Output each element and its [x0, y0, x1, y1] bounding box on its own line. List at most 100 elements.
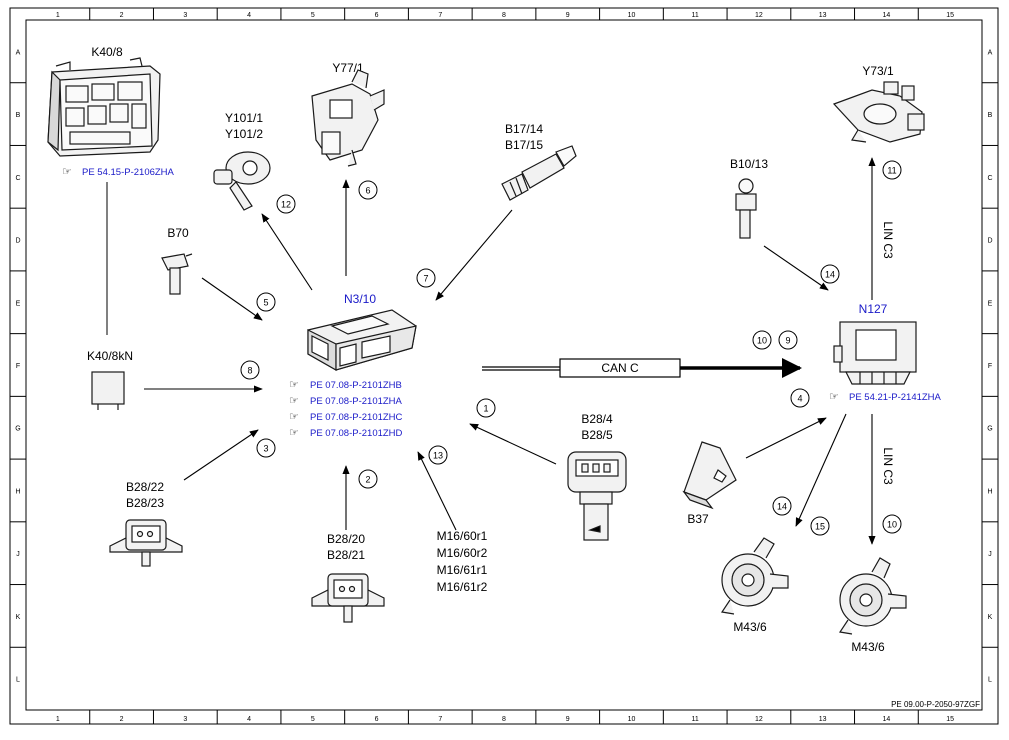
- y73-1-label: Y73/1: [862, 64, 894, 78]
- callout-circle: 5: [256, 292, 276, 312]
- n3-10-ref-link[interactable]: PE 07.08-P-2101ZHB: [310, 380, 402, 391]
- component-y101[interactable]: Y101/1 Y101/2: [213, 111, 271, 211]
- svg-text:4: 4: [797, 394, 802, 404]
- grid-col-label: 2: [120, 12, 124, 19]
- valve-icon: [832, 81, 925, 143]
- component-b37[interactable]: B37: [682, 441, 737, 526]
- grid-row-label: B: [16, 112, 21, 119]
- temperature-sensor-icon: [735, 178, 757, 239]
- component-n127[interactable]: N127 ☞ PE 54.21-P-2141ZHA: [829, 302, 942, 403]
- grid-row-label: D: [987, 238, 992, 245]
- grid-row-label: G: [987, 426, 992, 433]
- svg-text:7: 7: [423, 274, 428, 284]
- pump-icon: [720, 537, 789, 615]
- callout-circle: 15: [810, 516, 830, 536]
- component-y77-1[interactable]: Y77/1: [311, 61, 385, 167]
- grid-row-label: D: [15, 238, 20, 245]
- callout-circle: 14: [820, 264, 840, 284]
- svg-text:5: 5: [263, 298, 268, 308]
- grid-col-label: 11: [692, 12, 699, 19]
- grid-col-label: 11: [692, 716, 699, 723]
- grid-col-label: 10: [628, 12, 636, 19]
- relay-icon: [91, 371, 125, 410]
- b70-label: B70: [167, 226, 189, 240]
- component-k40-8kn[interactable]: K40/8kN: [87, 349, 133, 410]
- grid-row-label: F: [16, 363, 20, 370]
- grid-row-label: C: [15, 175, 20, 182]
- n127-label: N127: [859, 302, 888, 316]
- grid-col-label: 1: [56, 716, 60, 723]
- component-b17[interactable]: B17/14 B17/15: [501, 122, 577, 201]
- b28-20-label-1: B28/20: [327, 532, 365, 546]
- grid-col-label: 4: [247, 12, 251, 19]
- m16-label: M16/60r2: [437, 546, 488, 560]
- arrow-14-upper: [763, 245, 829, 291]
- arrow-13: [417, 451, 457, 531]
- b17-label-2: B17/15: [505, 138, 543, 152]
- grid-col-label: 14: [883, 716, 891, 723]
- svg-text:8: 8: [247, 366, 252, 376]
- svg-text:3: 3: [263, 444, 268, 454]
- n3-10-ref-link[interactable]: PE 07.08-P-2101ZHA: [310, 396, 403, 407]
- connection-arrows: [144, 157, 876, 545]
- component-b10-13[interactable]: B10/13: [730, 157, 768, 239]
- grid-col-label: 6: [375, 716, 379, 723]
- k40-8-label: K40/8: [91, 45, 123, 59]
- b28-4-label-2: B28/5: [581, 428, 613, 442]
- arrow-12: [261, 213, 313, 291]
- k40-8-doc-icon: ☞: [62, 166, 72, 178]
- component-b28-4[interactable]: B28/4 B28/5: [567, 412, 627, 541]
- grid-col-label: 8: [502, 716, 506, 723]
- grid-row-label: L: [988, 677, 992, 684]
- grid-col-label: 5: [311, 12, 315, 19]
- component-b28-20[interactable]: B28/20 B28/21: [311, 532, 385, 623]
- callout-circle: 1: [476, 398, 496, 418]
- grid-col-label: 6: [375, 12, 379, 19]
- grid-col-label: 1: [56, 12, 60, 19]
- arrow-7: [435, 209, 513, 301]
- callout-circle: 9: [778, 330, 798, 350]
- component-n3-10[interactable]: N3/10 ☞PE 07.08-P-2101ZHB☞PE 07.08-P-210…: [289, 292, 417, 439]
- callout-circle: 12: [276, 194, 296, 214]
- component-b28-22[interactable]: B28/22 B28/23: [109, 480, 183, 567]
- grid-col-label: 7: [438, 12, 442, 19]
- component-k40-8[interactable]: K40/8 ☞ PE 54.15-P-2106ZHA: [47, 45, 175, 178]
- fuse-relay-module-icon: [47, 57, 161, 157]
- n3-10-ref-link[interactable]: PE 07.08-P-2101ZHC: [310, 412, 403, 423]
- callout-circle: 11: [882, 160, 902, 180]
- grid-col-label: 15: [946, 716, 954, 723]
- b17-label-1: B17/14: [505, 122, 543, 136]
- y101-label-2: Y101/2: [225, 127, 263, 141]
- grid-row-label: H: [15, 488, 20, 495]
- grid-col-label: 8: [502, 12, 506, 19]
- n3-10-ref-link[interactable]: PE 07.08-P-2101ZHD: [310, 428, 403, 439]
- k40-8-ref-link[interactable]: PE 54.15-P-2106ZHA: [82, 167, 175, 178]
- grid-col-label: 3: [183, 12, 187, 19]
- component-b70[interactable]: B70: [161, 226, 193, 295]
- grid-col-label: 13: [819, 716, 827, 723]
- component-m43-6-left[interactable]: M43/6: [720, 537, 789, 634]
- n3-10-reference-list: ☞PE 07.08-P-2101ZHB☞PE 07.08-P-2101ZHA☞P…: [289, 379, 403, 439]
- n3-10-doc-icon: ☞: [289, 379, 299, 391]
- callout-circle: 6: [358, 180, 378, 200]
- grid-row-label: G: [15, 426, 20, 433]
- temperature-sensor-icon: [501, 145, 577, 201]
- can-c-bus: CAN C: [482, 358, 802, 378]
- valve-icon: [213, 151, 271, 211]
- callout-circle: 13: [428, 445, 448, 465]
- grid-col-label: 7: [438, 716, 442, 723]
- m43-6-right-label: M43/6: [851, 640, 885, 654]
- pump-icon: [838, 557, 907, 635]
- grid-row-label: E: [16, 300, 21, 307]
- grid-row-label: H: [987, 488, 992, 495]
- component-m43-6-right[interactable]: M43/6: [838, 557, 907, 654]
- pressure-sensor-icon: [567, 451, 627, 541]
- n3-10-doc-icon: ☞: [289, 395, 299, 407]
- pressure-sensor-icon: [311, 573, 385, 623]
- callout-circle: 4: [790, 388, 810, 408]
- n127-ref-link[interactable]: PE 54.21-P-2141ZHA: [849, 392, 942, 403]
- component-y73-1[interactable]: Y73/1: [832, 64, 925, 143]
- arrow-14-15: [795, 413, 847, 527]
